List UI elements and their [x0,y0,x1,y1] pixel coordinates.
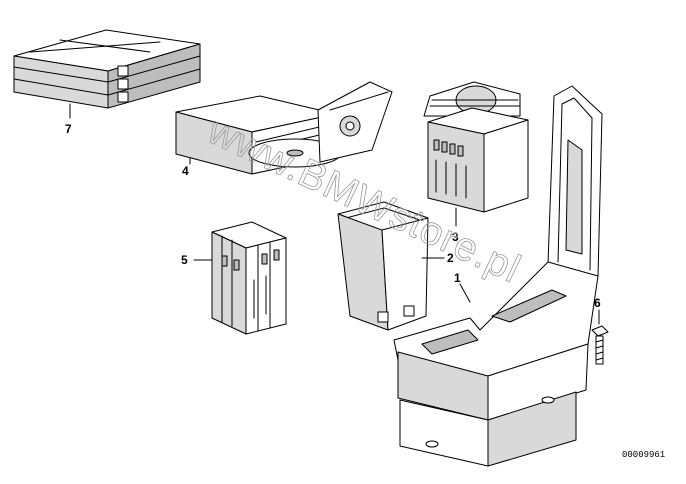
part-7-cassette-magazine[interactable] [13,29,201,119]
part-6-screw[interactable] [591,309,609,365]
drawing-number: 00009961 [622,450,665,460]
callout-7: 7 [65,122,72,136]
callout-4: 4 [182,164,189,178]
callout-6: 6 [594,296,601,310]
part-1-armrest-console[interactable] [393,85,603,467]
callout-2: 2 [447,251,454,265]
part-2-storage-box[interactable] [337,201,445,331]
part-3-cd-magazine[interactable] [423,81,529,227]
callout-5: 5 [181,253,188,267]
callout-3: 3 [452,230,459,244]
part-4-cd-changer[interactable] [175,81,393,175]
part-5-cassette-rack[interactable] [193,221,287,335]
callout-1: 1 [454,271,461,285]
